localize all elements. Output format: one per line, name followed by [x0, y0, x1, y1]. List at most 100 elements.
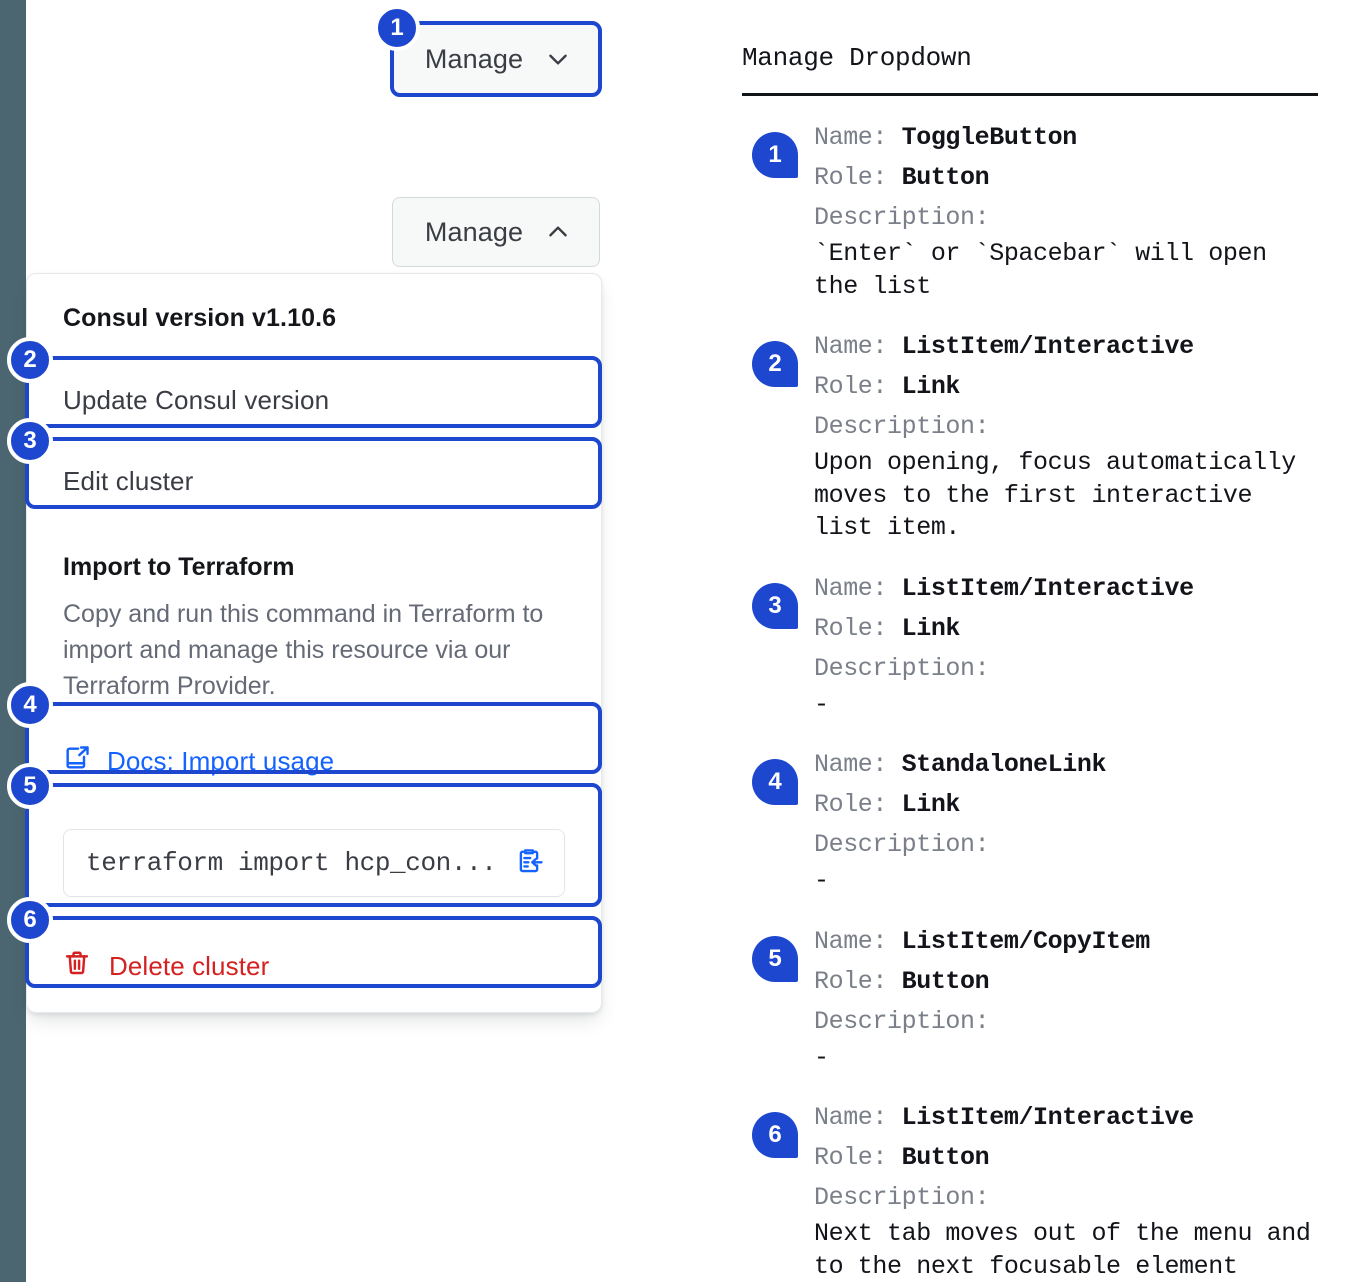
delete-cluster-label: Delete cluster: [109, 951, 270, 981]
trash-icon: [63, 949, 91, 984]
manage-toggle-button-closed[interactable]: Manage: [392, 24, 600, 94]
legend-badge-1: 1: [752, 132, 798, 178]
legend-title: Manage Dropdown: [742, 43, 972, 73]
legend-badge-2: 2: [752, 341, 798, 387]
legend-name-label: Name:: [814, 123, 902, 152]
legend-description-text: `Enter` or `Spacebar` will open the list: [814, 239, 1267, 301]
copy-command-field[interactable]: terraform import hcp_con...: [63, 829, 565, 897]
callout-badge-2: 2: [7, 337, 53, 383]
manage-dropdown-panel: Consul version v1.10.6 Update Consul ver…: [26, 273, 602, 1013]
legend-name-label: Name:: [814, 1103, 902, 1132]
menu-item-edit-cluster[interactable]: Edit cluster: [27, 442, 601, 523]
legend-role-label: Role:: [814, 372, 902, 401]
copy-command-wrapper: terraform import hcp_con...: [27, 803, 601, 925]
legend-description-label: Description:: [814, 1006, 990, 1036]
legend-name-label: Name:: [814, 926, 902, 956]
manage-toggle-label-open: Manage: [424, 216, 524, 247]
legend-name-label: Name:: [814, 750, 902, 779]
legend-role: Role: Link: [814, 367, 1296, 407]
consul-version-header: Consul version v1.10.6: [63, 304, 337, 332]
manage-toggle-label-closed: Manage: [424, 43, 524, 74]
docs-import-usage-label: Docs: Import usage: [107, 746, 335, 776]
legend-role-label: Role:: [814, 790, 902, 819]
legend-description-text: -: [814, 689, 829, 719]
manage-toggle-button-open[interactable]: Manage: [392, 197, 600, 267]
edit-cluster-label: Edit cluster: [63, 466, 194, 496]
callout-badge-5: 5: [7, 763, 53, 809]
legend-role-value: Link: [901, 372, 961, 401]
legend-name-value: ListItem/CopyItem: [901, 926, 1151, 956]
legend-description-text: -: [814, 1042, 829, 1072]
legend-description-text: -: [814, 866, 829, 895]
legend-name-value: ToggleButton: [901, 123, 1078, 152]
update-consul-version-label: Update Consul version: [63, 385, 330, 415]
legend-name-value: StandaloneLink: [901, 750, 1107, 779]
callout-badge-3: 3: [7, 418, 53, 464]
legend-role-label: Role:: [814, 1143, 902, 1172]
legend-role-value: Button: [901, 966, 990, 996]
callout-badge-1: 1: [374, 5, 420, 51]
app-left-rail: [0, 0, 26, 1282]
legend-name: Name: ListItem/CopyItem: [814, 922, 1150, 962]
legend-role-value: Link: [901, 790, 961, 819]
legend-name-label: Name:: [814, 573, 902, 603]
import-to-terraform-description: Copy and run this command in Terraform t…: [63, 600, 544, 700]
legend-description-label: Description:: [814, 203, 990, 232]
legend-badge-4: 4: [752, 759, 798, 805]
legend-badge-3: 3: [752, 582, 798, 629]
menu-item-docs-import-usage[interactable]: Docs: Import usage: [27, 722, 601, 803]
legend-role: Role: Link: [814, 785, 1106, 825]
docs-external-link-icon: [63, 744, 91, 779]
terraform-import-command-text: terraform import hcp_con...: [86, 848, 497, 878]
legend-role-value: Button: [901, 1143, 990, 1172]
chevron-down-icon: [545, 46, 571, 72]
legend-role: Role: Button: [814, 1138, 1310, 1178]
callout-badge-4: 4: [7, 682, 53, 728]
legend-description-label: Description:: [814, 412, 990, 441]
clipboard-copy-icon[interactable]: [514, 846, 544, 881]
import-to-terraform-title: Import to Terraform: [63, 553, 295, 581]
legend-name-label: Name:: [814, 332, 902, 361]
legend-name: Name: StandaloneLink: [814, 745, 1106, 785]
legend-role-value: Link: [901, 613, 961, 643]
legend-name-value: ListItem/Interactive: [901, 1103, 1194, 1132]
legend-name: Name: ListItem/Interactive: [814, 569, 1194, 609]
menu-item-delete-cluster[interactable]: Delete cluster: [27, 925, 601, 1012]
chevron-up-icon: [545, 219, 571, 245]
legend-role-label: Role:: [814, 163, 902, 192]
legend-divider: [742, 93, 1318, 96]
legend-description-text: Upon opening, focus automatically moves …: [814, 448, 1296, 542]
legend-role-value: Button: [901, 163, 990, 192]
legend-name: Name: ToggleButton: [814, 118, 1267, 158]
legend-role-label: Role:: [814, 613, 902, 643]
legend-name-value: ListItem/Interactive: [901, 573, 1194, 603]
menu-item-update-consul-version[interactable]: Update Consul version: [27, 361, 601, 442]
legend-description-label: Description:: [814, 1183, 990, 1212]
legend-description-label: Description:: [814, 653, 990, 683]
legend-role: Role: Button: [814, 158, 1267, 198]
legend-badge-5: 5: [752, 935, 798, 982]
legend-role: Role: Button: [814, 962, 1150, 1002]
legend-role: Role: Link: [814, 609, 1194, 649]
legend-description-text: Next tab moves out of the menu and to th…: [814, 1219, 1311, 1281]
component-preview-pane: Manage Manage Consul version v1.10.6 Upd…: [7, 5, 602, 1013]
legend-name-value: ListItem/Interactive: [901, 332, 1194, 361]
legend-description-label: Description:: [814, 830, 990, 859]
legend-name: Name: ListItem/Interactive: [814, 1098, 1310, 1138]
legend-role-label: Role:: [814, 966, 902, 996]
